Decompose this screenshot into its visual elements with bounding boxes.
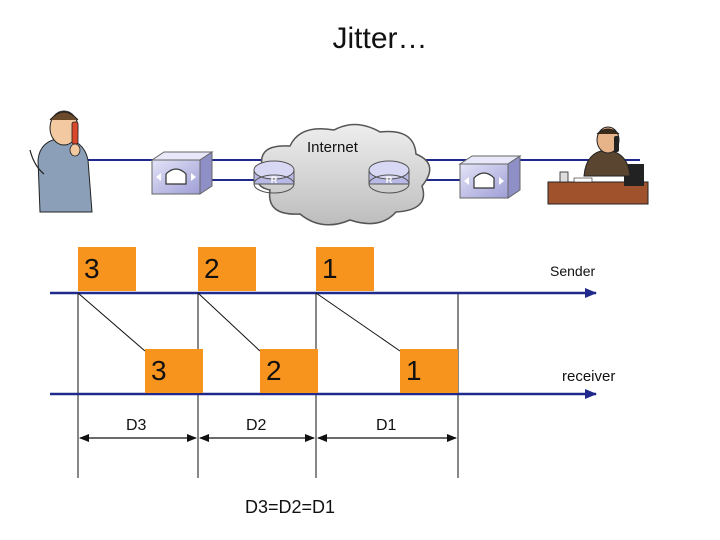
caller-person-icon [29,110,93,213]
transit-line-1 [197,292,261,352]
sent-packet-1: 1 [316,247,374,291]
transit-line-0 [77,292,146,352]
sent-packet-3: 3 [78,247,136,291]
received-packet-2: 2 [260,349,318,393]
delay-label-d2: D2 [246,417,267,434]
internet-cloud-icon [256,123,431,226]
received-packet-1: 1 [400,349,458,393]
router-right-icon [368,160,410,194]
received-packet-3: 3 [145,349,203,393]
router-left-icon [253,160,295,194]
transit-line-2 [315,292,401,352]
sender-label: Sender [550,263,596,279]
packet-transit-lines [77,292,401,352]
internet-label: Internet [307,139,358,156]
slide-title: Jitter… [332,22,428,55]
router-right-label: R [386,175,393,185]
sent-packet-2: 2 [198,247,256,291]
delay-label-d3: D3 [126,417,147,434]
left-phone-device-icon [150,151,214,195]
delay-equation: D3=D2=D1 [245,497,336,517]
right-phone-device-icon [458,155,522,199]
receiver-person-icon [547,126,649,205]
router-left-label: R [271,175,278,185]
delay-label-d1: D1 [376,417,397,434]
receiver-label: receiver [562,368,616,385]
